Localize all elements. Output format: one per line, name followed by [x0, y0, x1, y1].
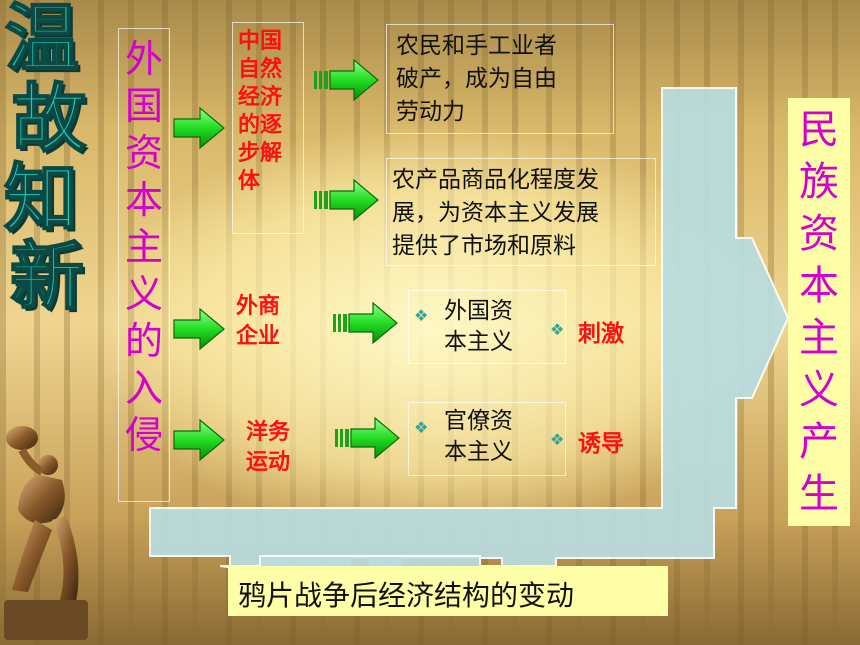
title-char: 故	[11, 76, 87, 162]
bureaucrat-capital-box	[408, 402, 566, 476]
left-char: 主	[124, 225, 163, 269]
right-char: 民	[799, 107, 839, 153]
outcome-line: 官僚资	[444, 408, 513, 434]
foreign-capital-box	[408, 290, 566, 364]
right-char: 义	[799, 367, 839, 413]
right-char: 生	[799, 471, 839, 517]
right-char: 族	[799, 159, 839, 205]
natural-economy-box	[232, 22, 304, 234]
left-char: 资	[124, 131, 163, 175]
left-char: 入	[124, 366, 163, 410]
category-foreign-enterprise: 外商 企业	[236, 292, 280, 352]
right-char: 主	[799, 315, 839, 361]
outcome-line: 本主义	[444, 439, 513, 465]
category-line: 运动	[246, 450, 291, 475]
outcome-line: 提供了市场和原料	[392, 233, 576, 259]
striped-arrow-right-icon	[313, 59, 379, 101]
category-line: 体	[238, 169, 261, 194]
title-char: 温	[4, 0, 80, 82]
left-char: 国	[124, 84, 163, 128]
arrow-right-icon	[173, 107, 225, 149]
left-column-text: 外 国 资 本 主 义 的 入 侵	[122, 36, 166, 459]
outcome-box	[386, 24, 614, 134]
left-char: 义	[124, 272, 163, 316]
outcome-line: 展，为资本主义发展	[392, 200, 599, 226]
category-line: 步解	[238, 141, 283, 166]
right-column-panel	[788, 98, 850, 526]
title-char: 知	[3, 156, 79, 242]
outcome-line: 农民和手工业者	[396, 33, 557, 59]
outcome-natural-1: 农民和手工业者 破产，成为自由 劳动力	[396, 30, 557, 129]
outcome-natural-2: 农产品商品化程度发 展，为资本主义发展 提供了市场和原料	[392, 164, 599, 263]
bullet-diamond-icon: ❖	[550, 430, 565, 449]
left-column-box	[118, 28, 170, 502]
effect-stimulate: 刺激	[578, 321, 624, 347]
discus-thrower-statue-icon	[4, 426, 88, 640]
effect-induce: 诱导	[578, 431, 624, 457]
outcome-bureaucrat-capital: 官僚资 本主义	[444, 406, 513, 468]
bullet-diamond-icon: ❖	[414, 418, 429, 437]
bullet-diamond-icon: ❖	[550, 320, 565, 339]
category-line: 自然	[238, 57, 283, 82]
right-char: 资	[799, 211, 839, 257]
left-char: 外	[124, 37, 163, 81]
arrow-right-icon	[173, 308, 225, 350]
category-line: 经济	[238, 85, 283, 110]
outcome-line: 外国资	[444, 298, 513, 324]
category-natural-economy: 中国 自然 经济 的逐 步解 体	[238, 28, 282, 196]
right-char: 本	[799, 263, 839, 309]
category-westernization: 洋务 运动	[246, 418, 290, 478]
category-line: 的逐	[238, 113, 283, 138]
left-char: 本	[124, 178, 163, 222]
bottom-label: 鸦片战争后经济结构的变动	[238, 579, 575, 612]
striped-arrow-right-icon	[334, 417, 400, 459]
title-char: 新	[9, 234, 85, 320]
striped-arrow-right-icon	[332, 302, 398, 344]
category-line: 中国	[238, 29, 283, 54]
outcome-foreign-capital: 外国资 本主义	[444, 296, 513, 358]
striped-arrow-right-icon	[313, 179, 379, 221]
outcome-box	[386, 158, 656, 266]
category-line: 企业	[236, 324, 281, 349]
category-line: 洋务	[246, 420, 291, 445]
arrow-right-icon	[173, 419, 225, 461]
outcome-line: 劳动力	[396, 99, 465, 125]
left-char: 侵	[124, 413, 163, 457]
outcome-line: 本主义	[444, 329, 513, 355]
outcome-line: 农产品商品化程度发	[392, 167, 599, 193]
left-char: 的	[124, 319, 163, 363]
flow-band-shape	[149, 87, 790, 567]
right-char: 产	[799, 419, 839, 465]
category-line: 外商	[236, 294, 281, 319]
bottom-label-panel	[228, 566, 668, 616]
right-column-text: 民 族 资 本 主 义 产 生	[792, 104, 846, 520]
outcome-line: 破产，成为自由	[396, 66, 557, 92]
bullet-diamond-icon: ❖	[414, 306, 429, 325]
